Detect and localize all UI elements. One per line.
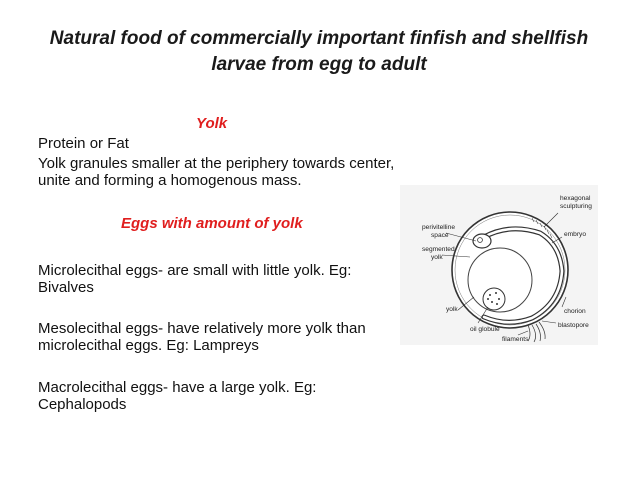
mesolecithal-text: Mesolecithal eggs- have relatively more … bbox=[38, 320, 366, 354]
label-oil-globule: oil globule bbox=[470, 326, 500, 333]
embryo-body-inner bbox=[482, 227, 564, 324]
egg-filaments bbox=[527, 321, 546, 343]
oil-globule-dots bbox=[487, 292, 500, 305]
hexagonal-sculpturing-hatch bbox=[531, 217, 553, 239]
macrolecithal-text: Macrolecithal eggs- have a large yolk. E… bbox=[38, 379, 317, 413]
label-filaments: filaments bbox=[502, 336, 529, 343]
label-sculpturing: sculpturing bbox=[560, 203, 592, 210]
chorion-inner-line bbox=[454, 214, 566, 326]
label-hexagonal: hexagonal bbox=[560, 195, 591, 202]
label-leader-lines bbox=[441, 212, 567, 336]
label-blastopore: blastopore bbox=[558, 322, 589, 329]
label-segmented-yolk: yolk bbox=[431, 254, 443, 261]
label-segmented: segmented bbox=[422, 246, 455, 253]
label-yolk: yolk bbox=[446, 306, 458, 313]
label-chorion: chorion bbox=[564, 308, 586, 315]
label-space: space bbox=[431, 232, 449, 239]
microlecithal-text: Microlecithal eggs- are small with littl… bbox=[38, 262, 352, 296]
label-embryo: embryo bbox=[564, 231, 586, 238]
yolk-heading: Yolk bbox=[196, 115, 228, 132]
label-perivitelline: perivitelline bbox=[422, 224, 455, 231]
fish-egg-illustration: hexagonal sculpturing embryo perivitelli… bbox=[422, 195, 592, 343]
yolk-granules-text: Yolk granules smaller at the periphery t… bbox=[38, 155, 395, 189]
eggs-yolk-heading: Eggs with amount of yolk bbox=[121, 215, 303, 232]
slide-title: Natural food of commercially important f… bbox=[49, 28, 589, 75]
embryo-eye bbox=[477, 237, 483, 243]
yolk-composition-text: Protein or Fat bbox=[38, 135, 129, 152]
oil-globule bbox=[482, 287, 506, 311]
fish-egg-diagram: hexagonal sculpturing embryo perivitelli… bbox=[400, 185, 598, 345]
